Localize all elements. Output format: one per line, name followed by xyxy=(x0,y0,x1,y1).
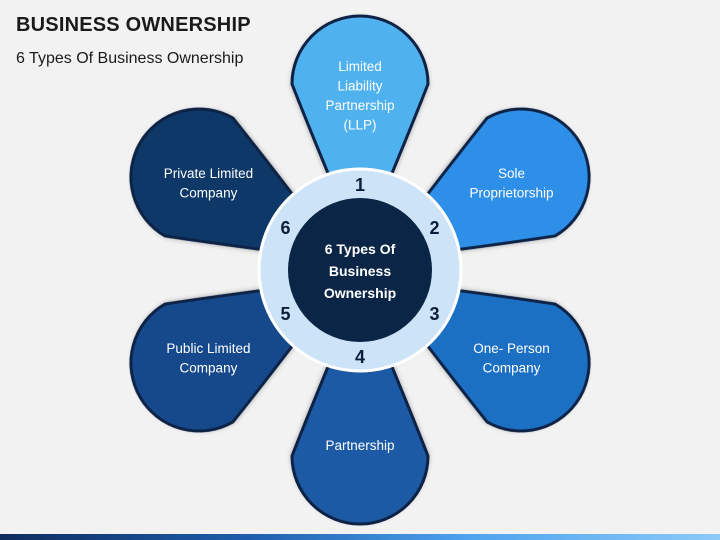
petal-shape xyxy=(129,288,298,433)
petal-label-4-line-1: Partnership xyxy=(325,438,394,453)
petal-label-1-line-2: Liability xyxy=(337,78,382,93)
petal-shape xyxy=(290,360,430,526)
petal-label-5-line-1: Public Limited xyxy=(166,341,250,356)
petal-label-2-line-2: Proprietorship xyxy=(470,185,554,200)
petal-shape xyxy=(290,14,430,180)
petal-2 xyxy=(422,107,591,252)
center-label-line-2: Business xyxy=(329,263,391,279)
center-label-line-1: 6 Types Of xyxy=(325,241,396,257)
petal-label-5-line-2: Company xyxy=(180,360,238,375)
center-label-line-3: Ownership xyxy=(324,285,396,301)
ring-number-6: 6 xyxy=(281,218,291,238)
petal-label-1-line-3: Partnership xyxy=(325,98,394,113)
ring-number-3: 3 xyxy=(429,304,439,324)
petal-label-1-line-1: Limited xyxy=(338,59,382,74)
petal-label-6-line-1: Private Limited xyxy=(164,166,253,181)
petal-4 xyxy=(290,360,430,526)
petal-1 xyxy=(290,14,430,180)
petal-shape xyxy=(422,107,591,252)
ring-number-1: 1 xyxy=(355,175,365,195)
petal-shape xyxy=(129,107,298,252)
center-circle xyxy=(288,198,432,342)
petal-label-3-line-1: One- Person xyxy=(473,341,550,356)
ring-number-2: 2 xyxy=(429,218,439,238)
petal-shape xyxy=(422,288,591,433)
petal-label-1-line-4: (LLP) xyxy=(343,117,376,132)
page-title: BUSINESS OWNERSHIP xyxy=(16,14,251,36)
petal-5 xyxy=(129,288,298,433)
petal-6 xyxy=(129,107,298,252)
ring-number-4: 4 xyxy=(355,347,365,367)
petal-label-3-line-2: Company xyxy=(483,360,541,375)
petal-label-2-line-1: Sole xyxy=(498,166,525,181)
page-subtitle: 6 Types Of Business Ownership xyxy=(16,50,244,67)
petal-3 xyxy=(422,288,591,433)
petal-label-6-line-2: Company xyxy=(180,185,238,200)
footer-bar xyxy=(0,534,720,540)
ring-number-5: 5 xyxy=(281,304,291,324)
